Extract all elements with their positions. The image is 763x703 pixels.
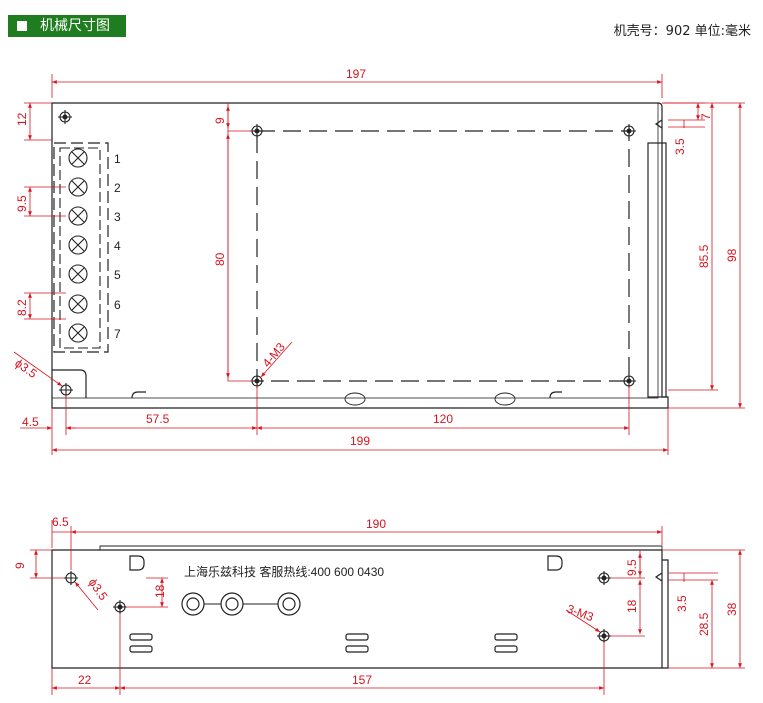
side-dimensions	[30, 520, 745, 695]
terminal-block	[53, 142, 109, 353]
top-case-outline	[51, 102, 669, 409]
terminal-5: 5	[114, 268, 121, 282]
top-dim-labels: 197 12 9.5 8.2 9 80 7 3.5 85.5 98 ϕ3.5 4…	[12, 67, 739, 448]
dim-9-5-side: 9.5	[625, 559, 639, 576]
dim-18-right: 18	[625, 599, 639, 613]
case-unit-info: 机壳号：902 单位:毫米	[613, 24, 751, 39]
terminal-4: 4	[114, 239, 121, 253]
dim-120: 120	[433, 412, 453, 426]
top-inner-plate	[51, 102, 659, 399]
dim-28-5: 28.5	[697, 612, 711, 636]
section-title: 机械尺寸图	[40, 18, 110, 34]
top-right-flange	[647, 142, 667, 398]
dim-3-5-top: 3.5	[673, 138, 687, 155]
terminal-2: 2	[114, 181, 121, 195]
dim-197: 197	[346, 67, 366, 81]
dim-199: 199	[350, 434, 370, 448]
top-view	[51, 102, 669, 409]
dim-9-5: 9.5	[15, 195, 29, 212]
dim-4-5: 4.5	[22, 415, 39, 429]
section-header: 机械尺寸图	[8, 15, 126, 37]
side-view	[51, 545, 669, 669]
terminal-numbers: 1 2 3 4 5 6 7	[114, 152, 121, 341]
corner-bracket	[52, 369, 87, 398]
side-dim-labels: 190 6.5 9 18 ϕ3.5 9.5 18 3.5 28.5 38 3-M…	[13, 515, 739, 687]
dim-85-5: 85.5	[697, 244, 711, 268]
brand-hotline-text: 上海乐兹科技 客服热线:400 600 0430	[184, 564, 384, 579]
dim-9-side: 9	[13, 562, 27, 569]
dim-190: 190	[366, 517, 386, 531]
dim-6-5: 6.5	[52, 515, 69, 529]
dim-7: 7	[699, 113, 713, 120]
dim-4-m3: 4-M3	[260, 340, 289, 370]
terminal-6: 6	[114, 298, 121, 312]
top-mount-holes	[58, 110, 636, 397]
dim-157: 157	[352, 673, 372, 687]
dim-22: 22	[78, 673, 92, 687]
dim-38: 38	[725, 602, 739, 616]
terminal-3: 3	[114, 210, 121, 224]
dim-3-5-side: 3.5	[675, 595, 689, 612]
top-mount-window	[256, 130, 630, 382]
dim-3-m3: 3-M3	[565, 602, 596, 625]
dim-8-2: 8.2	[15, 299, 29, 316]
terminal-1: 1	[114, 152, 121, 166]
dim-phi-top: ϕ3.5	[12, 356, 39, 381]
terminal-7: 7	[114, 327, 121, 341]
dim-57-5: 57.5	[146, 412, 170, 426]
dim-18-left: 18	[153, 584, 167, 598]
dim-12: 12	[15, 112, 29, 126]
dim-9-top: 9	[213, 117, 227, 124]
side-mount-holes	[64, 571, 611, 643]
terminal-screws	[59, 147, 101, 349]
top-dimensions	[13, 74, 745, 455]
dim-98: 98	[725, 248, 739, 262]
header-square-icon	[17, 21, 27, 31]
dim-80: 80	[213, 252, 227, 266]
